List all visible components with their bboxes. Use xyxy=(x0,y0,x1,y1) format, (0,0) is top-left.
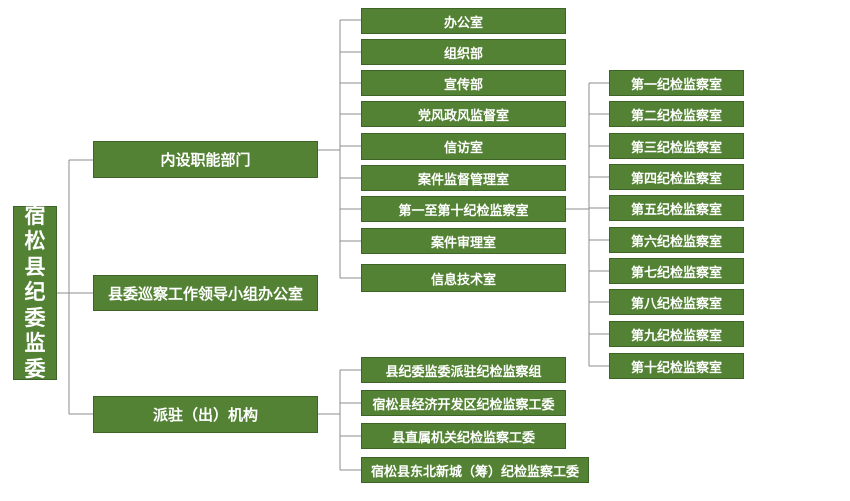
root-label-char: 纪 xyxy=(24,280,46,305)
root-label-char: 宿 xyxy=(24,203,46,228)
dept-office: 办公室 xyxy=(361,8,566,34)
inspection-room-7: 第七纪检监察室 xyxy=(609,258,744,284)
dispatched-unit-3: 县直属机关纪检监察工委 xyxy=(361,423,566,449)
dept-organization: 组织部 xyxy=(361,39,566,65)
node-inspection-office: 县委巡察工作领导小组办公室 xyxy=(93,275,318,311)
root-node: 宿松县纪委监委 xyxy=(13,203,57,381)
dispatched-unit-1: 县纪委监委派驻纪检监察组 xyxy=(361,357,566,383)
dept-it: 信息技术室 xyxy=(361,264,566,292)
dept-case-supervision: 案件监督管理室 xyxy=(361,165,566,191)
node-internal-departments: 内设职能部门 xyxy=(93,141,318,178)
inspection-room-4: 第四纪检监察室 xyxy=(609,164,744,190)
inspection-room-8: 第八纪检监察室 xyxy=(609,289,744,315)
dept-conduct-supervision: 党风政风监督室 xyxy=(361,101,566,127)
root-label-char: 县 xyxy=(24,254,46,279)
dispatched-unit-2: 宿松县经济开发区纪检监察工委 xyxy=(361,390,566,416)
inspection-room-1: 第一纪检监察室 xyxy=(609,70,744,96)
dispatched-unit-4: 宿松县东北新城（筹）纪检监察工委 xyxy=(361,457,589,483)
dept-case-review: 案件审理室 xyxy=(361,228,566,254)
inspection-room-10: 第十纪检监察室 xyxy=(609,353,744,379)
inspection-room-2: 第二纪检监察室 xyxy=(609,101,744,127)
inspection-room-9: 第九纪检监察室 xyxy=(609,321,744,347)
root-label-char: 委 xyxy=(24,305,46,330)
dept-petition: 信访室 xyxy=(361,133,566,160)
inspection-room-5: 第五纪检监察室 xyxy=(609,195,744,221)
dept-publicity: 宣传部 xyxy=(361,70,566,96)
dept-inspection-1-10: 第一至第十纪检监察室 xyxy=(361,196,566,222)
inspection-room-6: 第六纪检监察室 xyxy=(609,227,744,253)
inspection-room-3: 第三纪检监察室 xyxy=(609,133,744,159)
node-dispatched-agencies: 派驻（出）机构 xyxy=(93,396,318,433)
root-label-char: 松 xyxy=(24,229,46,254)
root-label-char: 委 xyxy=(24,356,46,381)
root-label-char: 监 xyxy=(24,331,46,356)
